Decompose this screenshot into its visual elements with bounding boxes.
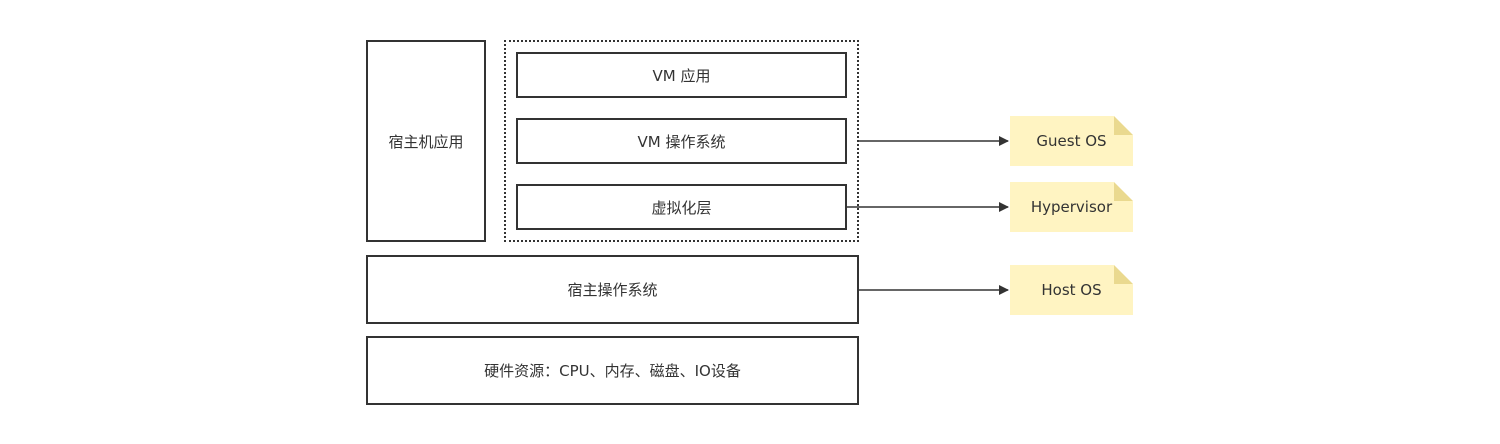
virtualization-layer-label: 虚拟化层 bbox=[651, 198, 712, 217]
note-hypervisor-label: Hypervisor bbox=[1030, 198, 1113, 216]
note-hypervisor: Hypervisor bbox=[1010, 182, 1133, 232]
vm-app-label: VM 应用 bbox=[652, 66, 711, 85]
note-host-os: Host OS bbox=[1010, 265, 1133, 315]
note-host-os-label: Host OS bbox=[1041, 281, 1102, 299]
host-os-label: 宿主操作系统 bbox=[567, 281, 658, 299]
note-guest-os-label: Guest OS bbox=[1036, 132, 1107, 150]
note-fold-icon bbox=[1114, 265, 1133, 284]
vm-os-label: VM 操作系统 bbox=[637, 132, 726, 151]
note-fold-icon bbox=[1114, 116, 1133, 135]
virtualization-layer-box: 虚拟化层 bbox=[516, 184, 847, 230]
hardware-box: 硬件资源：CPU、内存、磁盘、IO设备 bbox=[366, 336, 859, 405]
vm-container bbox=[504, 40, 859, 242]
host-app-box: 宿主机应用 bbox=[366, 40, 486, 242]
vm-app-box: VM 应用 bbox=[516, 52, 847, 98]
vm-os-box: VM 操作系统 bbox=[516, 118, 847, 164]
note-guest-os: Guest OS bbox=[1010, 116, 1133, 166]
host-app-label: 宿主机应用 bbox=[388, 132, 464, 151]
note-fold-icon bbox=[1114, 182, 1133, 201]
hardware-label: 硬件资源：CPU、内存、磁盘、IO设备 bbox=[484, 362, 741, 380]
host-os-box: 宿主操作系统 bbox=[366, 255, 859, 324]
